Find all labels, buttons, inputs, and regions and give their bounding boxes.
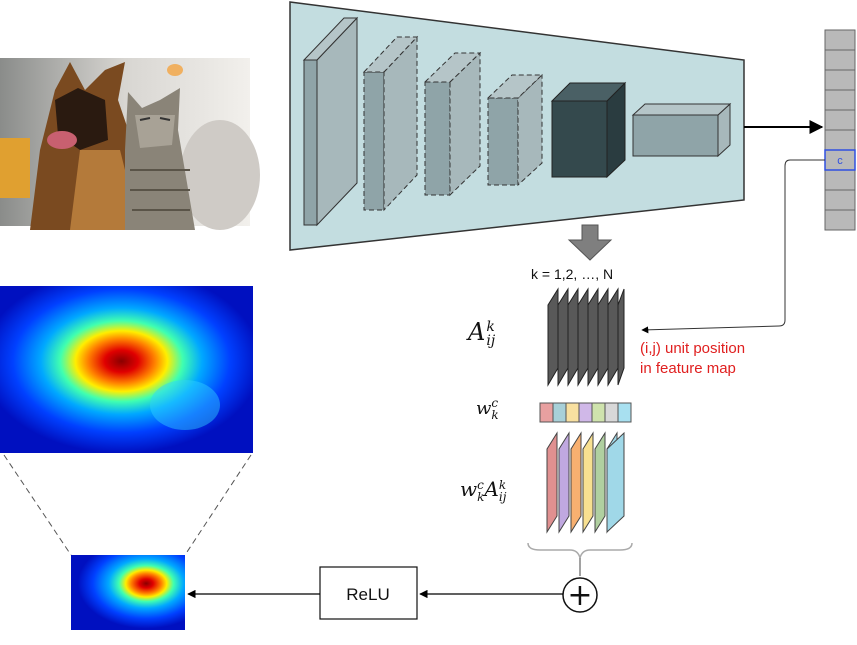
small-heatmap: [71, 555, 185, 630]
weighted-map-slice: [546, 431, 558, 534]
weight-cell: [552, 402, 567, 423]
conv-block-1: [302, 16, 359, 227]
conv-block-3: [423, 51, 482, 197]
weighted-map-slice: [594, 431, 606, 534]
output-vector: [824, 29, 856, 231]
down-arrow: [567, 224, 613, 261]
weighted-feature-maps: [546, 431, 625, 534]
weight-cell: [604, 402, 619, 423]
unit-position-annotation: (i,j) unit position in feature map: [640, 339, 745, 379]
conv-block-2: [362, 35, 419, 212]
zoom-line-right: [184, 454, 252, 556]
weight-cell: [539, 402, 554, 423]
conv-block-4: [486, 73, 544, 187]
class-c-label: c: [837, 155, 843, 167]
weighted-map-slice: [570, 431, 582, 534]
sum-symbol: +: [567, 578, 592, 613]
annotation-line-2: in feature map: [640, 360, 736, 377]
weighted-map-slice: [558, 431, 570, 534]
large-heatmap: [0, 286, 253, 453]
wa-weight-sub: k: [477, 489, 485, 504]
relu-box: [319, 566, 418, 620]
weight-vector: [539, 402, 632, 423]
wa-weight-symbol: w: [460, 477, 478, 501]
fc-block: [631, 102, 732, 158]
zoom-line-left: [3, 454, 72, 556]
weight-cell: [591, 402, 606, 423]
annotation-line-1: (i,j) unit position: [640, 340, 746, 357]
activation-symbol: A: [468, 318, 486, 346]
k-range-label: k = 1,2, …, N: [531, 266, 614, 282]
wa-activation-symbol: A: [484, 477, 499, 501]
wa-weight-sup: c: [477, 477, 484, 492]
weighted-map-slice: [606, 431, 625, 534]
activation-sup: k: [486, 318, 495, 335]
relu-label: ReLU: [346, 585, 389, 604]
weight-sub: k: [491, 408, 499, 422]
weight-cell: [578, 402, 593, 423]
weight-sup: c: [491, 396, 499, 410]
wa-activation-sub: ij: [498, 489, 507, 504]
class-connector: [641, 159, 825, 334]
input-image: [0, 58, 260, 230]
weight-cell: [617, 402, 632, 423]
conv-block-5-dark: [550, 81, 627, 179]
activation-sub: ij: [486, 332, 496, 349]
weighted-map-slice: [582, 431, 594, 534]
sum-node: [562, 577, 598, 613]
wa-activation-sup: k: [498, 477, 507, 492]
weight-cell: [565, 402, 580, 423]
weight-symbol: w: [476, 398, 492, 419]
sum-brace: [527, 542, 633, 559]
feature-maps: [547, 287, 625, 387]
